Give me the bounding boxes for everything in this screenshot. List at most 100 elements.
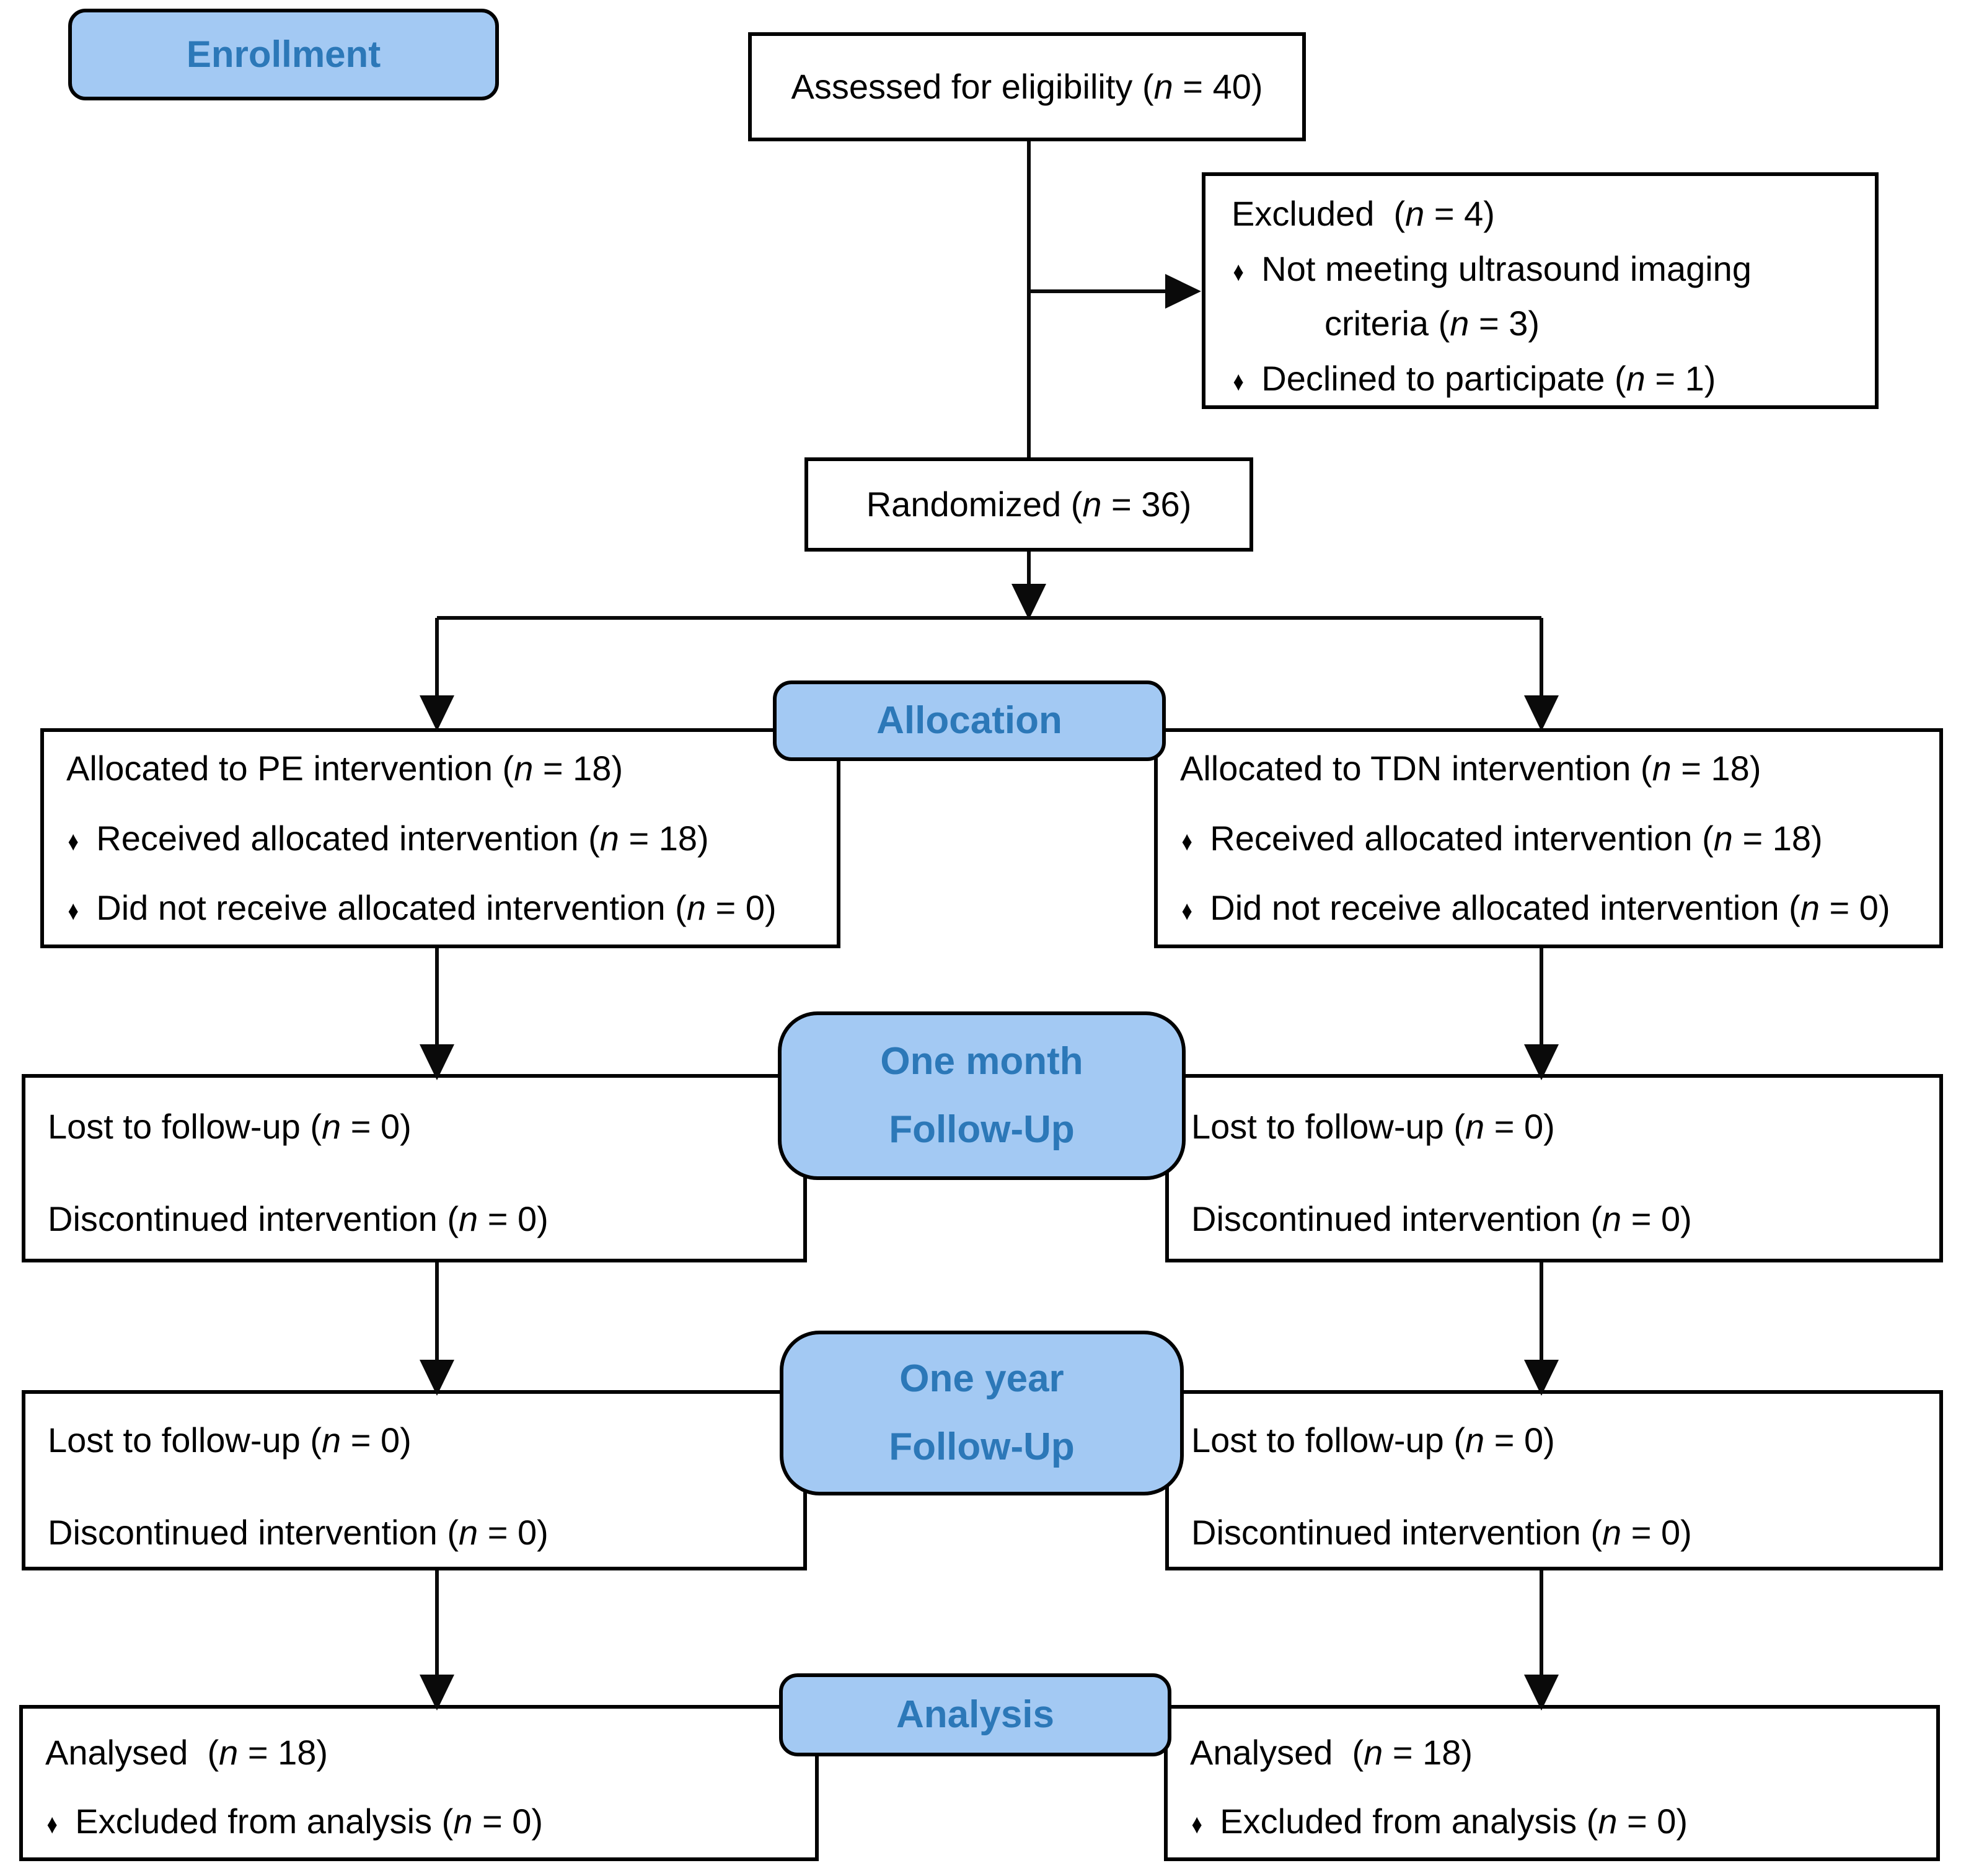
text-segment: = 0) <box>1621 1512 1692 1552</box>
one-month-followup-tdn-box: Lost to follow-up (n = 0) Discontinued i… <box>1165 1074 1943 1262</box>
om-pe-lost: Lost to follow-up (n = 0) <box>48 1107 797 1147</box>
text-segment: = 1) <box>1645 359 1716 399</box>
text-segment: Discontinued intervention ( <box>1191 1199 1603 1238</box>
text-segment: Lost to follow-up ( <box>1191 1420 1465 1460</box>
text-segment: = 3) <box>1469 304 1540 343</box>
an-tdn-excluded: ♦Excluded from analysis (n = 0) <box>1190 1802 1930 1841</box>
text-segment: criteria ( <box>1324 304 1450 343</box>
text-segment: = 0) <box>1617 1801 1688 1841</box>
text-segment: Did not receive allocated intervention ( <box>96 888 687 928</box>
alloc-pe-not-received: ♦ Did not receive allocated intervention … <box>66 889 831 928</box>
enrollment-label: Enrollment <box>186 33 381 75</box>
om-tdn-lost: Lost to follow-up (n = 0) <box>1191 1107 1933 1147</box>
text-segment: Lost to follow-up ( <box>48 1107 322 1146</box>
text-segment: Received allocated intervention ( <box>1210 818 1714 858</box>
diamond-bullet-icon: ♦ <box>68 896 79 927</box>
assessed-eligibility-box: Assessed for eligibility (n = 40) <box>748 32 1306 141</box>
arrowhead-down-icon <box>1011 584 1046 620</box>
one-month-label-line2: Follow-Up <box>889 1108 1075 1151</box>
an-tdn-title: Analysed (n = 18) <box>1190 1733 1930 1773</box>
analysis-stage-header: Analysis <box>779 1673 1171 1756</box>
text-segment: Assessed for eligibility ( <box>791 66 1154 106</box>
oy-tdn-discontinued: Discontinued intervention (n = 0) <box>1191 1513 1933 1552</box>
n-symbol: n <box>1713 818 1733 858</box>
text-segment: Did not receive allocated intervention ( <box>1210 888 1800 928</box>
diamond-bullet-icon: ♦ <box>46 1808 58 1839</box>
text-segment: = 0) <box>472 1801 544 1841</box>
text-segment: Analysed ( <box>45 1733 219 1772</box>
randomized-box: Randomized (n = 36) <box>804 457 1253 552</box>
text-segment: = 0) <box>341 1107 412 1146</box>
randomized-text: Randomized (n = 36) <box>866 485 1192 524</box>
n-symbol: n <box>1800 888 1820 928</box>
text-segment: = 0) <box>1484 1420 1555 1460</box>
n-symbol: n <box>459 1199 478 1238</box>
n-symbol: n <box>1465 1420 1485 1460</box>
allocated-pe-box: Allocated to PE intervention (n = 18) ♦ R… <box>40 728 840 948</box>
text-segment: Lost to follow-up ( <box>48 1420 322 1460</box>
analysed-tdn-box: Analysed (n = 18) ♦Excluded from analysi… <box>1164 1705 1940 1861</box>
n-symbol: n <box>453 1801 473 1841</box>
text-segment: Excluded from analysis ( <box>75 1801 454 1841</box>
text-segment: Excluded from analysis ( <box>1220 1801 1598 1841</box>
diamond-bullet-icon: ♦ <box>1233 256 1244 287</box>
one-month-stage-header: One month Follow-Up <box>778 1011 1186 1180</box>
n-symbol: n <box>1364 1733 1383 1772</box>
alloc-tdn-not-received: ♦Did not receive allocated intervention … <box>1180 889 1933 928</box>
alloc-pe-title: Allocated to PE intervention (n = 18) <box>66 749 831 788</box>
excluded-box: Excluded (n = 4) ♦ Not meeting ultrasound… <box>1202 172 1879 409</box>
text-segment: = 0) <box>478 1199 549 1238</box>
n-symbol: n <box>321 1107 342 1146</box>
n-symbol: n <box>1598 1801 1618 1841</box>
an-pe-title: Analysed (n = 18) <box>45 1733 809 1773</box>
n-symbol: n <box>599 818 619 858</box>
allocation-stage-header: Allocation <box>773 680 1166 761</box>
text-segment: = 0) <box>1819 888 1890 928</box>
diamond-bullet-icon: ♦ <box>1233 366 1244 397</box>
oy-pe-lost: Lost to follow-up (n = 0) <box>48 1420 797 1460</box>
one-year-stage-header: One year Follow-Up <box>780 1331 1184 1495</box>
text-segment: = 18) <box>238 1733 328 1772</box>
text-segment: = 18) <box>619 818 709 858</box>
n-symbol: n <box>321 1420 342 1460</box>
text-segment: Analysed ( <box>1190 1733 1364 1772</box>
n-symbol: n <box>1652 749 1672 788</box>
text-segment: Discontinued intervention ( <box>1191 1512 1603 1552</box>
text-segment: Received allocated intervention ( <box>96 818 600 858</box>
alloc-tdn-received: ♦Received allocated intervention (n = 18… <box>1180 819 1933 858</box>
one-year-label-line2: Follow-Up <box>889 1425 1075 1468</box>
om-tdn-discontinued: Discontinued intervention (n = 0) <box>1191 1199 1933 1239</box>
analysis-label: Analysis <box>896 1693 1055 1736</box>
text-segment: = 0) <box>1484 1107 1555 1146</box>
text-segment: = 0) <box>341 1420 412 1460</box>
n-symbol: n <box>514 749 534 788</box>
excluded-bullet-imaging-wrap: criteria (n = 3) <box>1324 304 1862 343</box>
one-month-label-line1: One month <box>880 1040 1083 1083</box>
text-segment: = 18) <box>1383 1733 1473 1772</box>
text-segment: = 0) <box>478 1512 549 1552</box>
om-pe-discontinued: Discontinued intervention (n = 0) <box>48 1199 797 1239</box>
text-segment: Allocated to TDN intervention ( <box>1180 749 1652 788</box>
one-year-label-line1: One year <box>899 1357 1064 1400</box>
excluded-title: Excluded (n = 4) <box>1232 194 1862 234</box>
text-segment: Randomized ( <box>866 484 1083 524</box>
text-segment: Not meeting ultrasound imaging <box>1261 249 1752 288</box>
diamond-bullet-icon: ♦ <box>68 826 79 857</box>
excluded-bullet-declined: ♦ Declined to participate (n = 1) <box>1232 359 1862 399</box>
n-symbol: n <box>1450 304 1470 343</box>
excluded-bullet-imaging: ♦ Not meeting ultrasound imaging <box>1232 249 1862 289</box>
alloc-tdn-title: Allocated to TDN intervention (n = 18) <box>1180 749 1933 788</box>
arrowhead-right-icon <box>1165 274 1201 309</box>
oy-pe-discontinued: Discontinued intervention (n = 0) <box>48 1513 797 1552</box>
n-symbol: n <box>1626 359 1646 399</box>
one-year-followup-tdn-box: Lost to follow-up (n = 0) Discontinued i… <box>1165 1390 1943 1570</box>
text-segment: Discontinued intervention ( <box>48 1512 459 1552</box>
assessed-text: Assessed for eligibility (n = 40) <box>791 66 1263 107</box>
text-segment: = 36) <box>1101 484 1192 524</box>
text-segment: = 40) <box>1173 66 1263 106</box>
text-segment: = 18) <box>1671 749 1761 788</box>
text-segment: Declined to participate ( <box>1261 359 1626 399</box>
arrowhead-down-icon <box>420 695 454 731</box>
alloc-pe-received: ♦ Received allocated intervention (n = 18… <box>66 819 831 858</box>
